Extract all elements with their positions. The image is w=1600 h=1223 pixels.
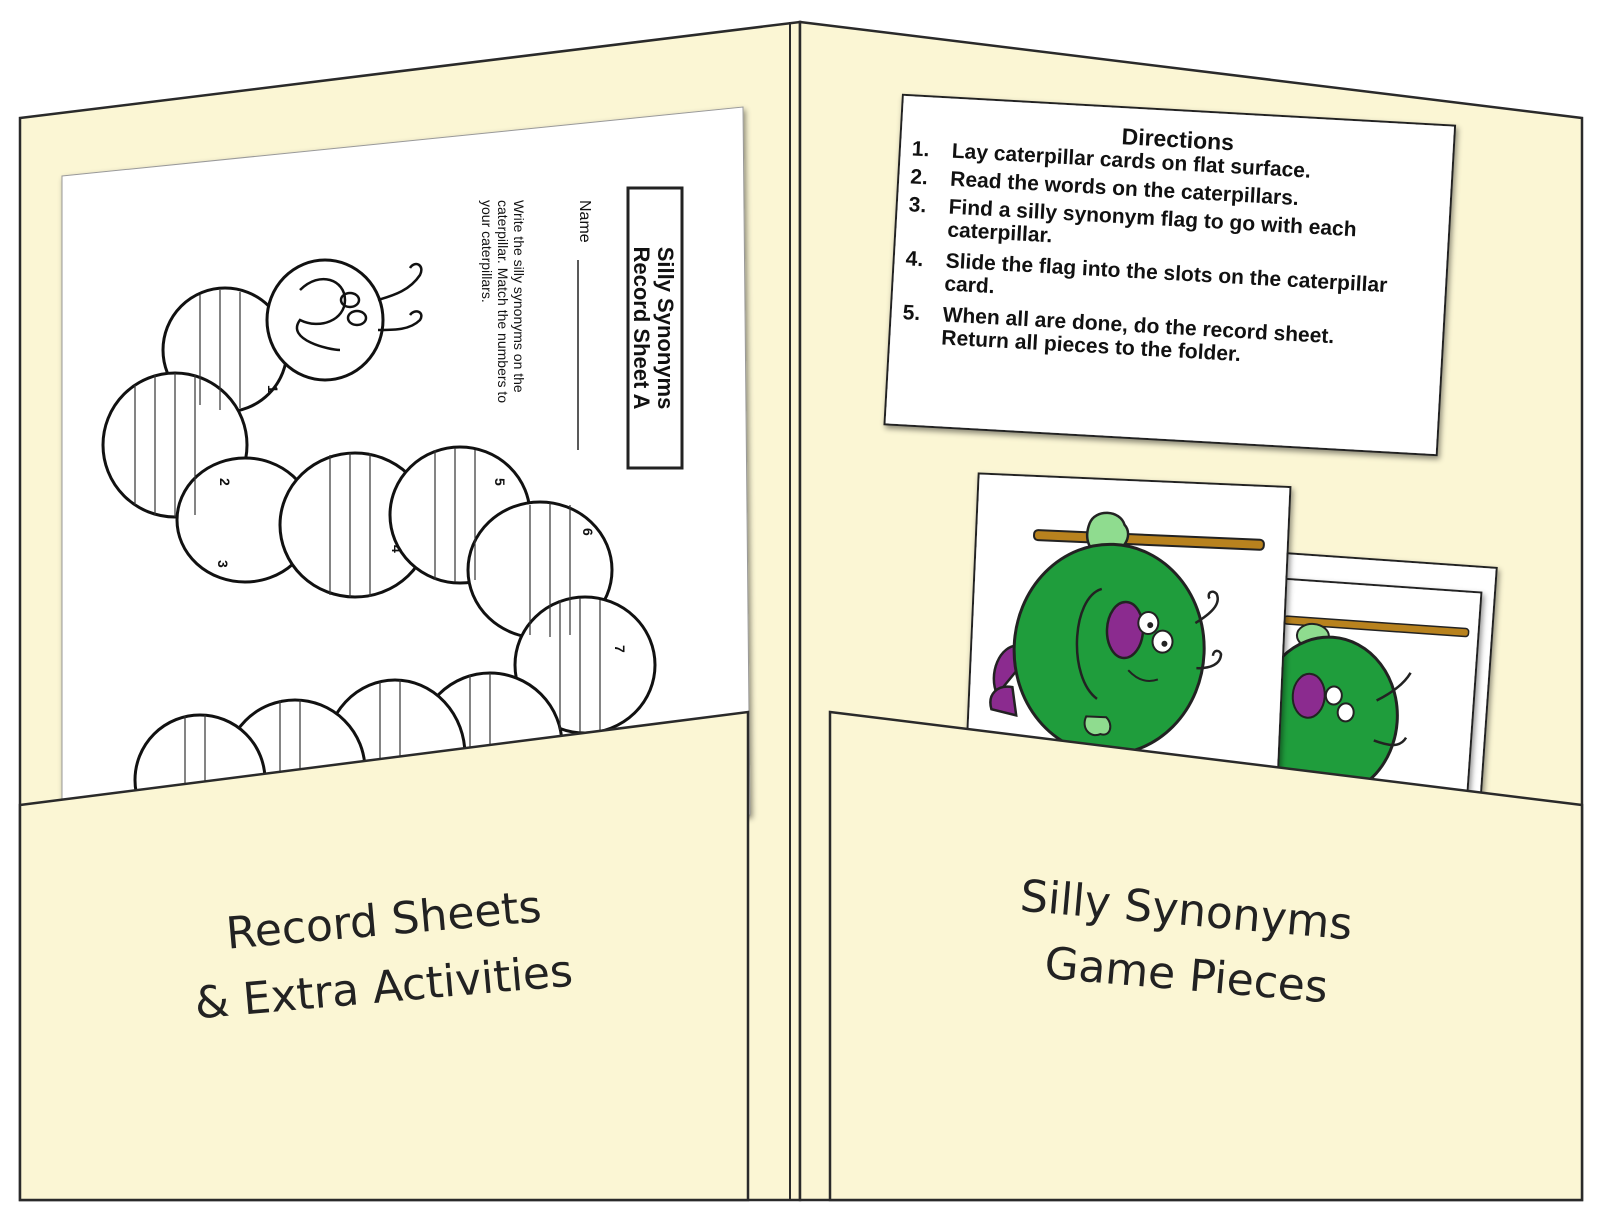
segment-number-2: 2 — [217, 478, 233, 486]
direction-num-4: 4. — [905, 247, 924, 271]
direction-text-4b: card. — [944, 272, 995, 298]
name-label: Name — [576, 200, 593, 243]
instruction-line-1: Write the silly synonyms on the — [511, 200, 527, 393]
game-card-front-art — [989, 511, 1265, 756]
direction-num-3: 3. — [908, 193, 927, 217]
record-sheet-title-2: Record Sheet A — [629, 246, 654, 409]
directions-title: Directions — [1121, 123, 1235, 155]
instruction-line-3: your caterpillars. — [479, 200, 495, 303]
segment-number-3: 3 — [215, 560, 231, 568]
left-pocket[interactable] — [18, 710, 750, 1202]
segment-number-5: 5 — [492, 478, 508, 486]
game-card-back-art — [1255, 615, 1470, 799]
segment-number-7: 7 — [612, 645, 628, 653]
instruction-line-2: caterpillar. Match the numbers to — [495, 200, 511, 403]
segment-number-6: 6 — [580, 528, 596, 536]
segment-number-4: 4 — [389, 545, 405, 553]
direction-num-5: 5. — [902, 301, 921, 325]
direction-num-2: 2. — [910, 165, 929, 189]
segment-number-1: 1 — [265, 385, 281, 393]
direction-num-1: 1. — [911, 137, 930, 161]
caterpillar-face — [295, 262, 423, 352]
right-pocket[interactable] — [828, 710, 1584, 1202]
record-sheet-title-1: Silly Synonyms — [653, 247, 678, 410]
directions-card[interactable] — [883, 93, 1457, 457]
